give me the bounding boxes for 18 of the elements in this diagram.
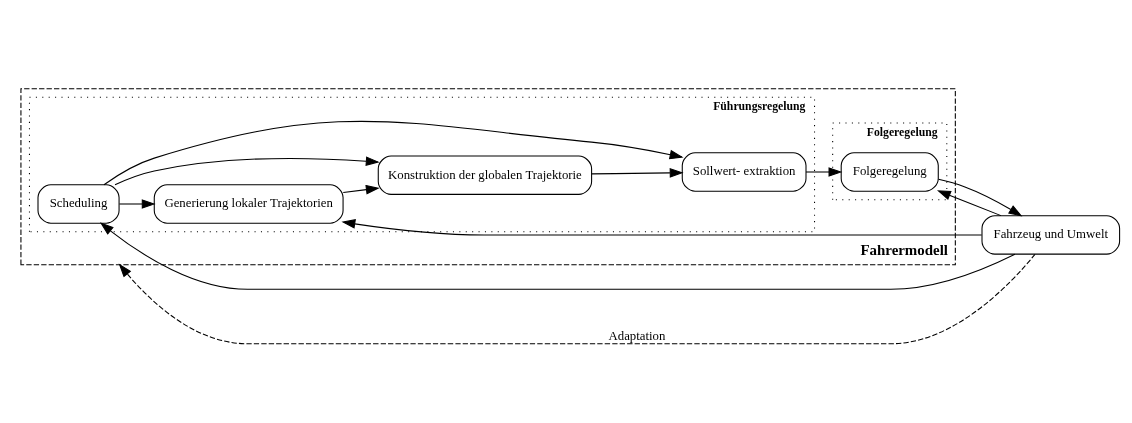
arrow — [937, 178, 1023, 216]
arrow — [99, 221, 1016, 290]
arrow — [341, 218, 983, 235]
arrow — [118, 198, 156, 209]
arrow — [805, 166, 843, 177]
node-box: Scheduling — [37, 183, 120, 224]
arrow — [591, 167, 684, 178]
arrow — [118, 253, 1036, 344]
node-box: Generierung lokaler Trajektorien — [153, 183, 344, 224]
arrow — [114, 155, 380, 185]
node-box: Sollwert- extraktion — [681, 151, 807, 192]
arrow — [103, 120, 684, 185]
node-box: Fahrzeug und Umwelt — [981, 214, 1121, 255]
arrow — [342, 184, 380, 195]
edge-label: Adaptation — [608, 328, 666, 343]
arrow — [936, 189, 1002, 216]
node-box: Konstruktion der globalen Trajektorie — [377, 154, 593, 195]
node-box: Folgeregelung — [840, 151, 939, 192]
